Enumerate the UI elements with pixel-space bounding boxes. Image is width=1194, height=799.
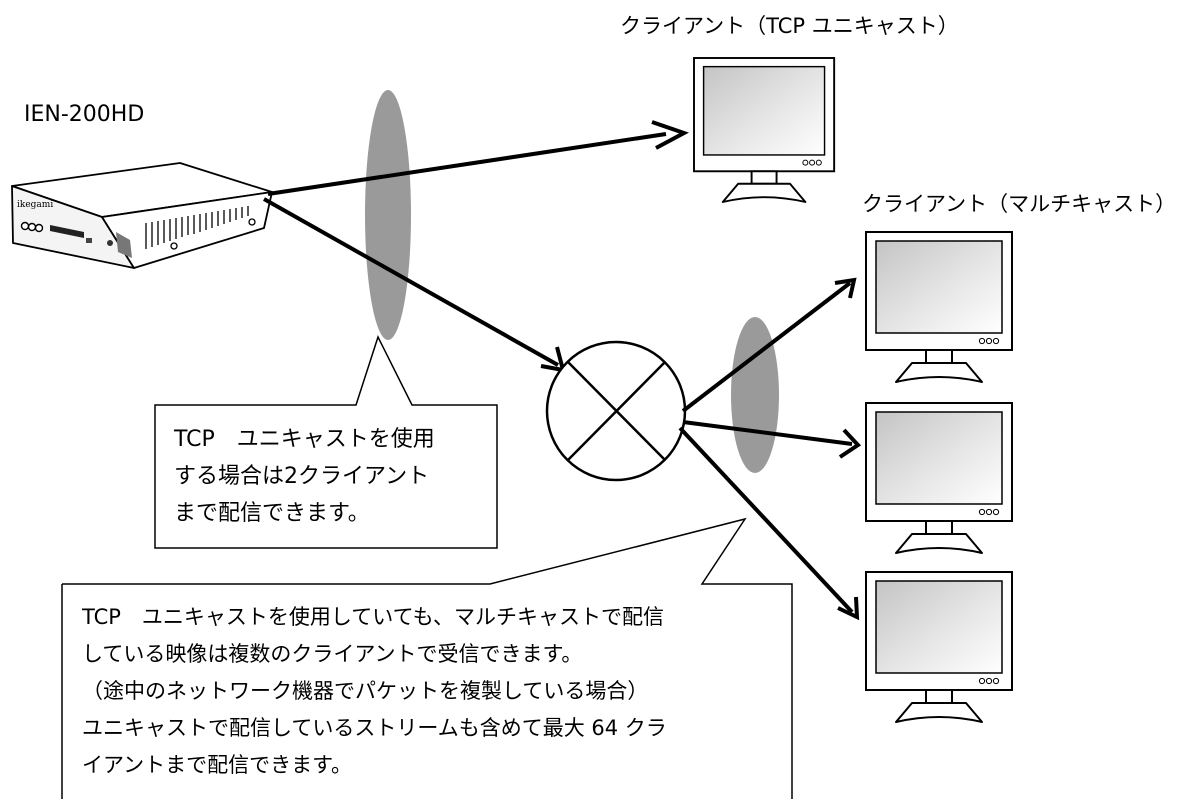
multicast-group-ellipse <box>731 317 779 473</box>
multicast-client-label: クライアント（マルチキャスト） <box>862 192 1177 216</box>
multicast-callout-line: TCP ユニキャストを使用していても、マルチキャストで配信 <box>82 605 664 629</box>
network-switch-icon <box>545 340 687 482</box>
tcp-client-label: クライアント（TCP ユニキャスト） <box>620 14 959 38</box>
tcp-callout-line: する場合は2クライアント <box>174 464 430 489</box>
client-monitor-icon <box>865 231 1013 383</box>
multicast-callout-box <box>62 517 793 799</box>
multicast-callout-line: している映像は複数のクライアントで受信できます。 <box>82 642 583 666</box>
encoder-device-icon <box>11 162 273 269</box>
client-monitor-icon <box>693 57 836 203</box>
multicast-callout-line: イアントまで配信できます。 <box>82 753 353 777</box>
multicast-callout-line: （途中のネットワーク機器でパケットを複製している場合） <box>82 679 649 703</box>
tcp-callout-line: まで配信できます。 <box>174 501 370 526</box>
client-monitor-icon <box>865 571 1013 723</box>
device-brand-text: ikegami <box>17 200 53 210</box>
tcp-callout-line: TCP ユニキャストを使用 <box>174 427 435 452</box>
device-name-label: IEN-200HD <box>24 102 145 127</box>
tcp-callout-text: TCP ユニキャストを使用 する場合は2クライアント まで配信できます。 <box>174 421 435 532</box>
client-monitor-icon <box>865 402 1013 554</box>
tcp-callout-box <box>154 335 498 549</box>
tcp-group-ellipse <box>365 90 411 340</box>
multicast-callout-line: ユニキャストで配信しているストリームも含めて最大 64 クラ <box>82 716 667 740</box>
multicast-callout-text: TCP ユニキャストを使用していても、マルチキャストで配信 している映像は複数の… <box>82 599 667 784</box>
